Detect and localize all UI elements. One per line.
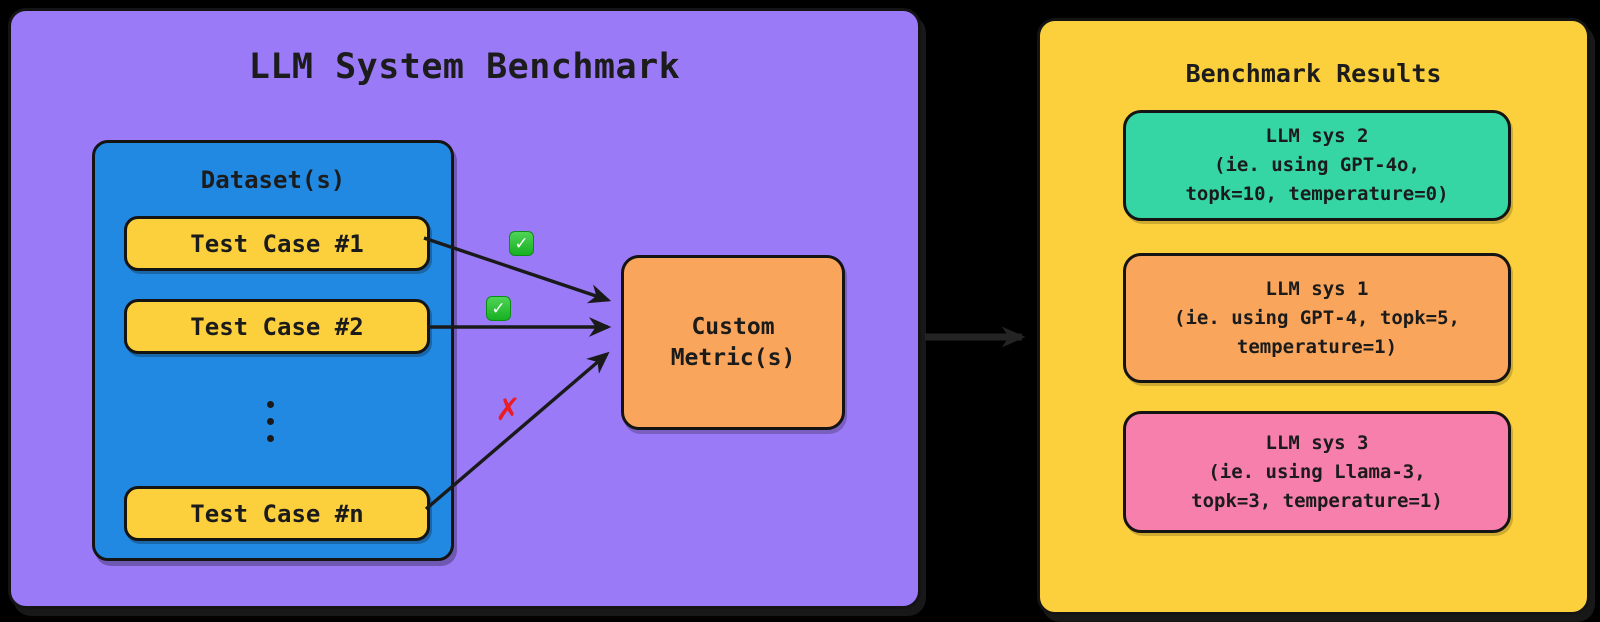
cross-glyph: ✗ <box>495 392 521 428</box>
test-case-1: Test Case #1 <box>124 216 430 271</box>
result-name: LLM sys 3 <box>1265 431 1369 454</box>
result-desc: (ie. using Llama-3, topk=3, temperature=… <box>1191 460 1443 512</box>
test-case-n-label: Test Case #n <box>190 499 364 528</box>
dataset-title: Dataset(s) <box>200 166 346 194</box>
pass-check-icon: ✓ <box>509 231 534 256</box>
check-glyph: ✓ <box>491 298 506 319</box>
fail-cross-icon: ✗ <box>492 392 524 428</box>
result-card-llm-sys-3: LLM sys 3 (ie. using Llama-3, topk=3, te… <box>1123 411 1511 533</box>
result-card-llm-sys-1: LLM sys 1 (ie. using GPT-4, topk=5, temp… <box>1123 253 1511 383</box>
result-desc: (ie. using GPT-4, topk=5, temperature=1) <box>1174 306 1460 358</box>
result-desc: (ie. using GPT-4o, topk=10, temperature=… <box>1185 154 1449 205</box>
test-case-n: Test Case #n <box>124 486 430 541</box>
llm-system-benchmark-panel: LLM System Benchmark Dataset(s) Test Cas… <box>8 8 921 609</box>
pass-check-icon: ✓ <box>486 296 511 321</box>
check-glyph: ✓ <box>514 233 529 254</box>
custom-metric-box: Custom Metric(s) <box>621 255 845 430</box>
benchmark-results-panel: Benchmark Results LLM sys 2 (ie. using G… <box>1037 18 1590 615</box>
result-name: LLM sys 2 <box>1265 125 1369 147</box>
custom-metric-label: Custom Metric(s) <box>670 313 796 371</box>
result-name: LLM sys 1 <box>1265 277 1369 300</box>
result-card-llm-sys-2: LLM sys 2 (ie. using GPT-4o, topk=10, te… <box>1123 110 1511 221</box>
vertical-ellipsis <box>267 401 274 442</box>
test-case-2: Test Case #2 <box>124 299 430 354</box>
right-panel-title: Benchmark Results <box>1185 59 1442 88</box>
dataset-box: Dataset(s) Test Case #1 Test Case #2 Tes… <box>92 140 454 561</box>
left-panel-title: LLM System Benchmark <box>248 47 681 87</box>
test-case-1-label: Test Case #1 <box>190 229 364 258</box>
test-case-2-label: Test Case #2 <box>190 312 364 341</box>
